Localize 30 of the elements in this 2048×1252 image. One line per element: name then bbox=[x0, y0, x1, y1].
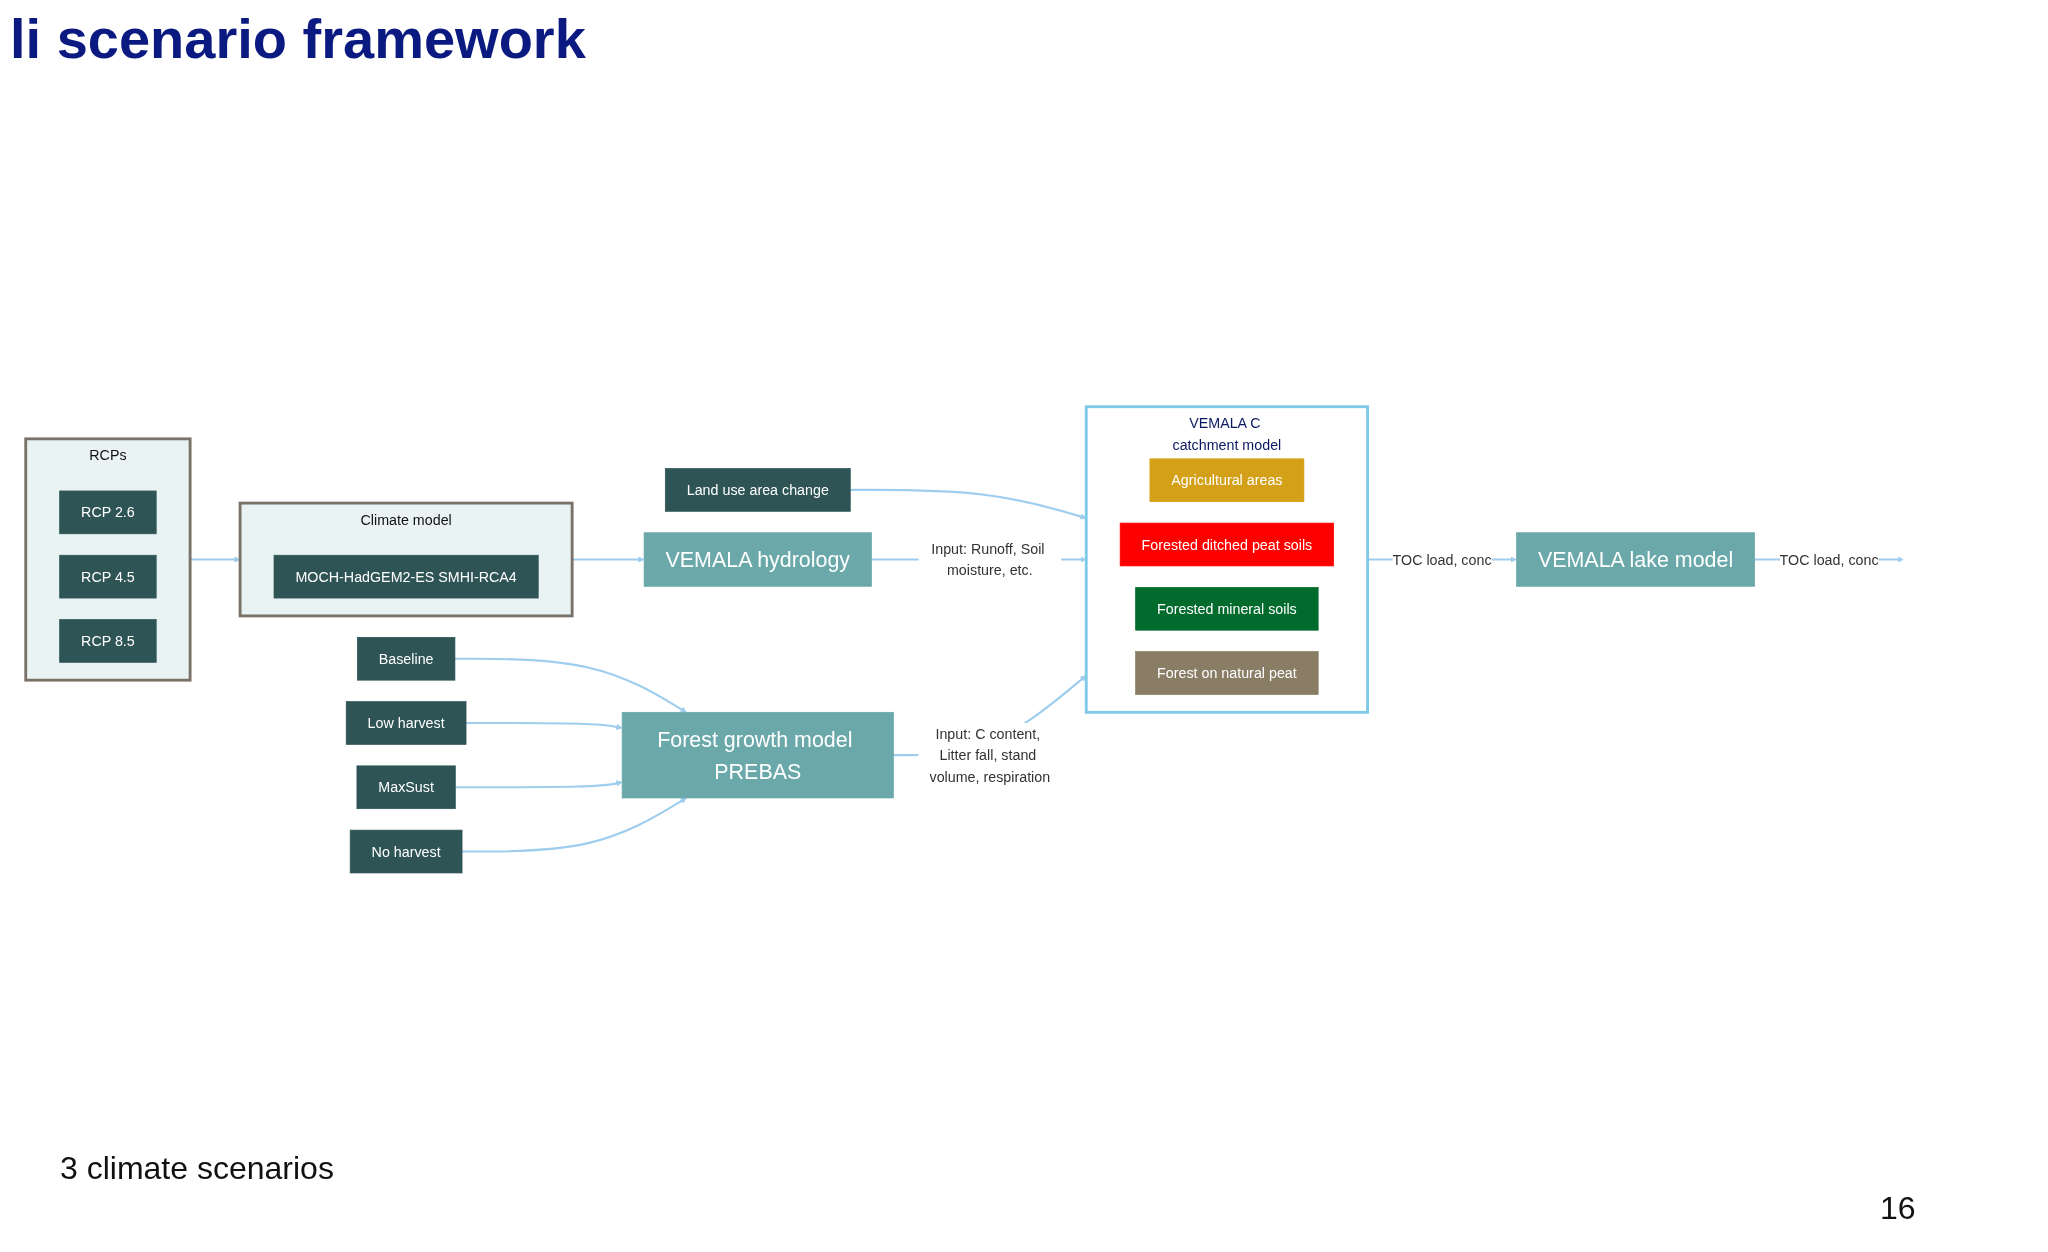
node-box: No harvest bbox=[349, 829, 463, 874]
note-text: 3 climate scenarios bbox=[60, 1150, 334, 1187]
node-box: Forest on natural peat bbox=[1135, 651, 1319, 695]
node-box: MOCH-HadGEM2-ES SMHI-RCA4 bbox=[273, 555, 539, 599]
arrow bbox=[454, 657, 687, 713]
node-box: Agricultural areas bbox=[1149, 458, 1305, 503]
arrow bbox=[850, 489, 1087, 520]
node-box: Land use area change bbox=[664, 468, 851, 512]
arrow bbox=[190, 556, 241, 563]
title: li scenario framework bbox=[10, 6, 586, 71]
node-box: Forested ditched peat soils bbox=[1119, 522, 1334, 567]
arrow bbox=[455, 780, 623, 789]
node-box: Baseline bbox=[356, 637, 456, 681]
edge-label: TOC load, conc bbox=[1392, 551, 1492, 568]
node-box: Low harvest bbox=[345, 701, 467, 745]
node-box: RCP 2.6 bbox=[59, 490, 157, 535]
node-box: Forest growth model PREBAS bbox=[621, 712, 894, 799]
node-box: MaxSust bbox=[356, 765, 456, 810]
node-box: VEMALA hydrology bbox=[643, 532, 872, 587]
page-number: 16 bbox=[1880, 1190, 1916, 1227]
arrow bbox=[572, 556, 645, 563]
node-box: RCP 4.5 bbox=[59, 555, 157, 599]
arrow bbox=[462, 797, 687, 853]
node-box: VEMALA lake model bbox=[1516, 532, 1755, 587]
node-box: Forested mineral soils bbox=[1135, 587, 1319, 631]
arrow bbox=[466, 722, 623, 731]
edge-label: Input: C content, Litter fall, stand volume, respiration bbox=[929, 726, 1051, 785]
node-box: RCP 8.5 bbox=[59, 619, 157, 663]
edge-label: Input: Runoff, Soil moisture, etc. bbox=[931, 541, 1045, 579]
edge-label: TOC load, conc bbox=[1779, 551, 1879, 568]
